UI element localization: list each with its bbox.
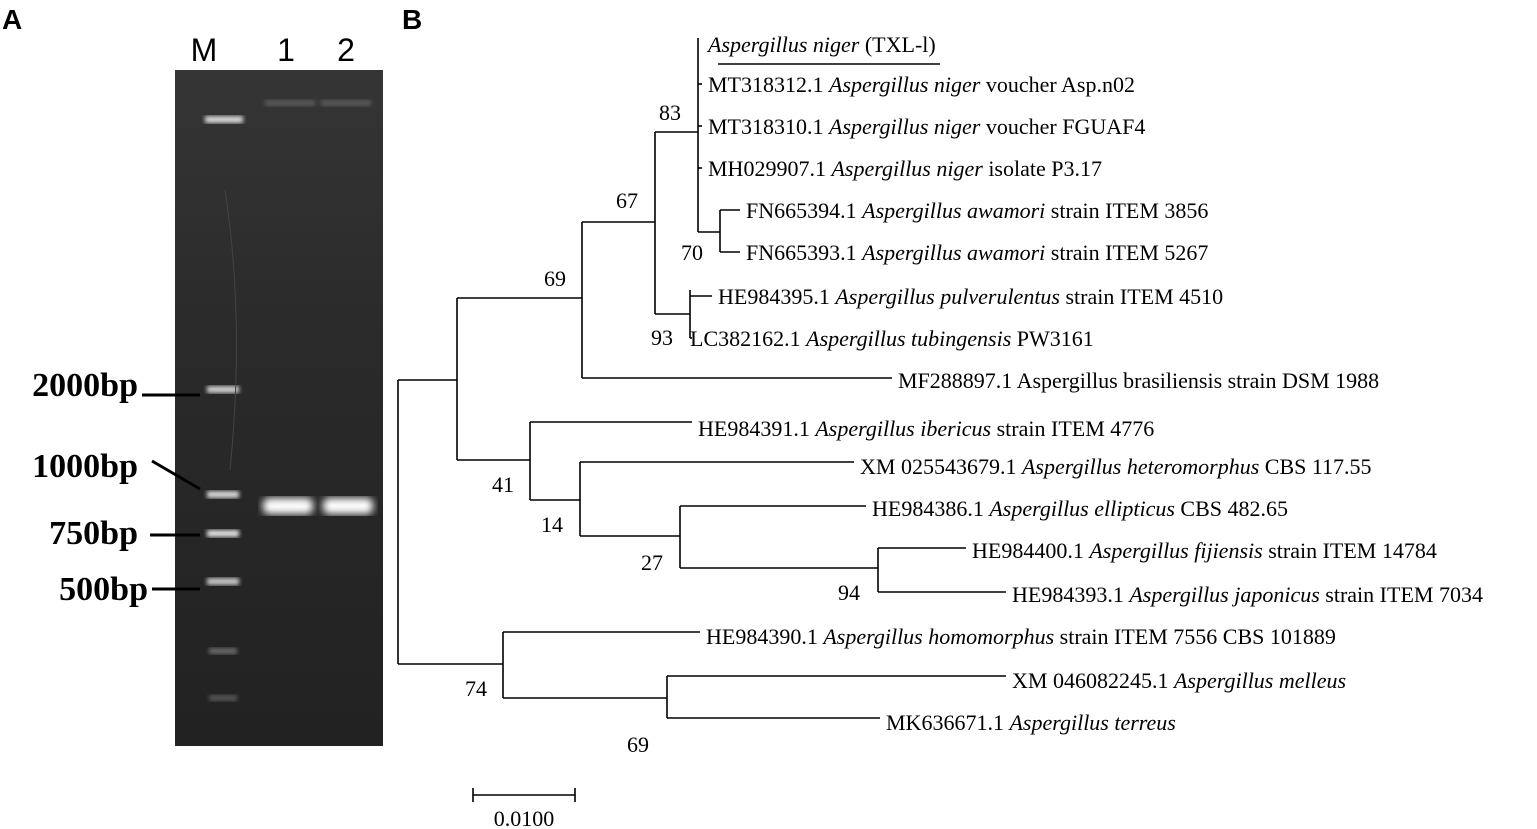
tip-label: LC382162.1 Aspergillus tubingensis PW316… bbox=[690, 326, 1094, 351]
lane-label-1: 1 bbox=[277, 32, 295, 68]
tip-label: XM 025543679.1 Aspergillus heteromorphus… bbox=[860, 454, 1372, 479]
bootstrap-value: 69 bbox=[627, 732, 649, 757]
bootstrap-value: 69 bbox=[544, 266, 566, 291]
panel-a-letter: A bbox=[2, 4, 23, 35]
marker-band-2000 bbox=[207, 386, 239, 393]
pointer-line-1000 bbox=[151, 459, 201, 491]
bootstrap-value: 93 bbox=[651, 325, 673, 350]
lane-1-band bbox=[263, 498, 313, 514]
marker-label-1000: 1000bp bbox=[32, 448, 138, 485]
tree-tip-labels: Aspergillus niger (TXL-l) MT318312.1 Aspe… bbox=[690, 32, 1483, 735]
marker-well bbox=[205, 116, 243, 123]
tip-label: XM 046082245.1 Aspergillus melleus bbox=[1012, 668, 1346, 693]
gel-smear bbox=[224, 189, 237, 471]
bootstrap-value: 27 bbox=[641, 550, 663, 575]
gel-bands bbox=[205, 100, 373, 701]
tip-label: MT318310.1 Aspergillus niger voucher FGU… bbox=[708, 114, 1145, 139]
tip-label: HE984390.1 Aspergillus homomorphus strai… bbox=[706, 624, 1336, 649]
marker-label-500: 500bp bbox=[59, 571, 148, 608]
tree-bootstrap-labels: 83 67 70 69 93 41 14 27 94 74 69 bbox=[465, 100, 860, 757]
tip-label: MH029907.1 Aspergillus niger isolate P3.… bbox=[708, 156, 1102, 181]
lane-label-marker: M bbox=[190, 32, 218, 68]
tip-label: HE984393.1 Aspergillus japonicus strain … bbox=[1012, 582, 1483, 607]
bootstrap-value: 70 bbox=[681, 240, 703, 265]
bootstrap-value: 74 bbox=[465, 676, 487, 701]
lane-1-well bbox=[265, 100, 315, 106]
marker-band-1000 bbox=[207, 491, 239, 498]
tip-label: FN665393.1 Aspergillus awamori strain IT… bbox=[746, 240, 1208, 265]
lane-2-band bbox=[323, 498, 373, 514]
gel-image bbox=[175, 70, 383, 746]
lane-label-2: 2 bbox=[337, 32, 355, 68]
tip-label: HE984400.1 Aspergillus fijiensis strain … bbox=[972, 538, 1437, 563]
bootstrap-value: 14 bbox=[541, 512, 563, 537]
panel-b-letter: B bbox=[402, 4, 423, 35]
tip-label: MT318312.1 Aspergillus niger voucher Asp… bbox=[708, 72, 1135, 97]
marker-pointer-lines bbox=[142, 393, 201, 591]
bootstrap-value: 41 bbox=[492, 472, 514, 497]
lane-2-well bbox=[321, 100, 371, 106]
tip-label: MF288897.1 Aspergillus brasiliensis stra… bbox=[898, 368, 1379, 393]
tip-label: FN665394.1 Aspergillus awamori strain IT… bbox=[746, 198, 1208, 223]
tip-label: MK636671.1 Aspergillus terreus bbox=[886, 710, 1176, 735]
tip-label: Aspergillus niger (TXL-l) bbox=[706, 32, 936, 57]
tip-label: HE984386.1 Aspergillus ellipticus CBS 48… bbox=[872, 496, 1288, 521]
marker-band-faint bbox=[209, 648, 237, 654]
marker-label-2000: 2000bp bbox=[32, 367, 138, 404]
marker-band-500 bbox=[207, 578, 239, 585]
bootstrap-value: 67 bbox=[616, 188, 638, 213]
marker-band-faint bbox=[209, 695, 237, 701]
marker-label-750: 750bp bbox=[49, 515, 138, 552]
marker-band-750 bbox=[207, 530, 239, 537]
tip-label: HE984395.1 Aspergillus pulverulentus str… bbox=[718, 284, 1223, 309]
tip-label: HE984391.1 Aspergillus ibericus strain I… bbox=[698, 416, 1154, 441]
scale-bar-label: 0.0100 bbox=[494, 806, 555, 829]
scale-bar: 0.0100 bbox=[472, 788, 576, 829]
gel-panel: A M 1 2 2000bp 1000bp 750 bbox=[0, 0, 400, 829]
bootstrap-value: 94 bbox=[838, 580, 860, 605]
tree-branches bbox=[397, 38, 1006, 719]
bootstrap-value: 83 bbox=[659, 100, 681, 125]
